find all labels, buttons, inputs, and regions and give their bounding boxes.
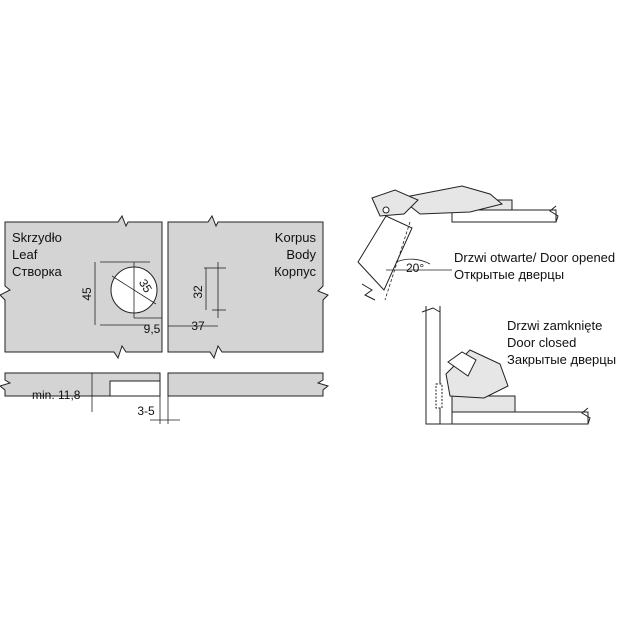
dim-plate-height: 32: [191, 285, 205, 299]
door-opened-drawing: 20° Drzwi otwarte/ Door opened Открытые …: [357, 185, 615, 301]
closed-label-en: Door closed: [507, 335, 576, 350]
closed-label-ru: Закрытые дверцы: [507, 352, 616, 367]
leaf-panel: Skrzydło Leaf Створка: [0, 214, 163, 360]
body-label-ru: Корпус: [274, 264, 316, 279]
open-label-pl-en: Drzwi otwarte/ Door opened: [454, 250, 615, 265]
open-label-ru: Открытые дверцы: [454, 267, 564, 282]
leaf-label-pl: Skrzydło: [12, 230, 62, 245]
dim-min-thickness: min. 11,8: [32, 388, 81, 402]
cup-hole: 45 35 9,5: [80, 261, 162, 336]
leaf-label-ru: Створка: [12, 264, 63, 279]
dim-plate-offset: 37: [191, 319, 205, 333]
dim-gap: 3-5: [137, 404, 155, 418]
leaf-label-en: Leaf: [12, 247, 38, 262]
body-label-pl: Korpus: [275, 230, 317, 245]
dim-cup-offset: 9,5: [144, 322, 161, 336]
body-label-en: Body: [286, 247, 316, 262]
plate-holes: 32 37: [168, 262, 226, 333]
cross-section: min. 11,8 3-5: [0, 372, 330, 424]
dim-angle: 20°: [406, 261, 424, 275]
door-closed-drawing: Drzwi zamknięte Door closed Закрытые две…: [421, 306, 616, 425]
closed-label-pl: Drzwi zamknięte: [507, 318, 602, 333]
body-panel: Korpus Body Корпус: [167, 214, 329, 360]
dim-cup-height: 45: [80, 287, 94, 301]
